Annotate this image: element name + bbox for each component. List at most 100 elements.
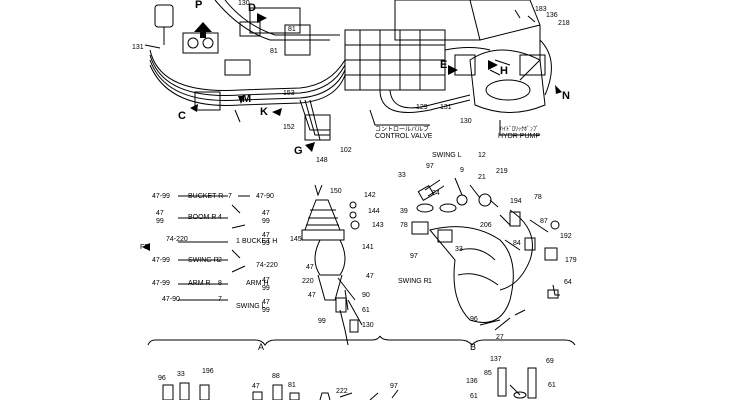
row1-num: 7 bbox=[228, 193, 232, 200]
part-num: 148 bbox=[316, 157, 328, 164]
part-num: 47 bbox=[306, 264, 314, 271]
part-num: 81 bbox=[288, 382, 296, 389]
row5-text: ARM R bbox=[188, 280, 211, 287]
part-num: 194 bbox=[510, 198, 522, 205]
control-valve-label-jp: コントロールバルブ bbox=[375, 127, 430, 133]
part-num: 141 bbox=[362, 244, 374, 251]
view-letter-m: M bbox=[242, 93, 252, 105]
part-num: 96 bbox=[470, 316, 478, 323]
row5-num: 8 bbox=[218, 280, 222, 287]
part-num: 33 bbox=[398, 172, 406, 179]
part-num: 69 bbox=[546, 358, 554, 365]
part-num: 179 bbox=[565, 257, 577, 264]
swing-r-b-label: SWING R bbox=[398, 278, 429, 285]
part-num: 143 bbox=[372, 222, 384, 229]
part-num: 84 bbox=[513, 240, 521, 247]
section-b-label: B bbox=[470, 342, 477, 352]
row4-right: 74-220 bbox=[256, 262, 278, 269]
part-num: 206 bbox=[480, 222, 492, 229]
view-letter-c: C bbox=[178, 110, 186, 122]
row4-text: SWING R bbox=[188, 257, 219, 264]
part-num: 130 bbox=[362, 322, 374, 329]
part-num: 33 bbox=[177, 371, 185, 378]
part-num: 99 bbox=[318, 318, 326, 325]
swing-l-b-label: SWING L bbox=[432, 152, 462, 159]
view-letter-g: G bbox=[294, 145, 303, 157]
arrow-fr bbox=[142, 243, 150, 251]
swing-l-b-num: 12 bbox=[478, 152, 486, 159]
part-num: 152 bbox=[283, 124, 295, 131]
part-num: 130 bbox=[238, 0, 250, 7]
row4-left: 47-99 bbox=[152, 257, 170, 264]
hydr-pump-body bbox=[469, 49, 546, 113]
row1-text: BUCKET R bbox=[188, 193, 224, 200]
view-letter-n: N bbox=[562, 90, 570, 102]
row3-text: BUCKET H bbox=[242, 238, 278, 245]
part-num: 131 bbox=[440, 104, 452, 111]
row2-text: BOOM R bbox=[188, 214, 217, 221]
part-num: 90 bbox=[362, 292, 370, 299]
part-num: 153 bbox=[283, 90, 295, 97]
part-num: 97 bbox=[390, 383, 398, 390]
lever-handle bbox=[154, 4, 174, 28]
view-letter-h: H bbox=[500, 65, 508, 77]
arrow-k bbox=[272, 108, 282, 116]
fr-label: FR bbox=[140, 244, 150, 251]
part-num: 33 bbox=[455, 246, 463, 253]
row1-left: 47-99 bbox=[152, 193, 170, 200]
row3-left: 74-220 bbox=[166, 236, 188, 243]
view-letter-k: K bbox=[260, 106, 268, 118]
row5-left: 47-99 bbox=[152, 280, 170, 287]
part-num: 145 bbox=[290, 236, 302, 243]
part-num: 64 bbox=[564, 279, 572, 286]
part-num: 78 bbox=[534, 194, 542, 201]
part-num: 61 bbox=[362, 307, 370, 314]
part-num: 192 bbox=[560, 233, 572, 240]
part-num: 96 bbox=[158, 375, 166, 382]
view-letter-e: E bbox=[440, 59, 448, 71]
fitting-c bbox=[194, 91, 221, 111]
arm-h-label: ARM H bbox=[246, 280, 269, 287]
part-num: 9 bbox=[460, 167, 464, 174]
pilot-valve-body-141 bbox=[314, 239, 346, 276]
row2-left: 47 99 bbox=[156, 210, 164, 225]
arrow-h bbox=[488, 60, 498, 70]
arrow-c bbox=[190, 104, 198, 112]
part-num: 34 bbox=[432, 190, 440, 197]
part-num: 142 bbox=[364, 192, 376, 199]
arrow-n bbox=[555, 85, 562, 94]
arrow-g bbox=[305, 142, 315, 152]
arrow-m bbox=[238, 96, 244, 104]
view-letter-p: P bbox=[195, 0, 203, 11]
row2-right: 47 99 bbox=[262, 210, 270, 225]
swing-motor-housing bbox=[429, 226, 514, 323]
part-num: 81 bbox=[270, 48, 278, 55]
row4-num: 2 bbox=[218, 257, 222, 264]
hydr-pump-label-jp: ﾊｲﾄﾞﾛﾘｯｸﾎﾟﾝﾌﾟ bbox=[500, 127, 540, 133]
row3-num: 1 bbox=[236, 238, 240, 245]
hydr-pump-label: HYDR PUMP bbox=[498, 133, 541, 140]
part-num: 61 bbox=[548, 382, 556, 389]
part-num: 196 bbox=[202, 368, 214, 375]
part-num: 88 bbox=[272, 373, 280, 380]
part-148-cap bbox=[314, 184, 323, 197]
part-num: 218 bbox=[558, 20, 570, 27]
part-num: 39 bbox=[400, 208, 408, 215]
part-num: 136 bbox=[546, 12, 558, 19]
row6-num: 7 bbox=[218, 296, 222, 303]
part-num: 61 bbox=[470, 393, 478, 400]
part-num: 97 bbox=[426, 163, 434, 170]
row5-right: 47 99 bbox=[262, 277, 270, 292]
part-num: 129 bbox=[416, 104, 428, 111]
part-num: 87 bbox=[540, 218, 548, 225]
swing-l-a-label: SWING L bbox=[236, 303, 266, 310]
row1-right: 47-90 bbox=[256, 193, 274, 200]
part-num: 47 bbox=[366, 273, 374, 280]
swing-r-b-num: 1 bbox=[428, 278, 432, 285]
oring-b bbox=[439, 203, 457, 213]
row6-left: 47-90 bbox=[162, 296, 180, 303]
part-num: 85 bbox=[484, 370, 492, 377]
part-num: 136 bbox=[466, 378, 478, 385]
